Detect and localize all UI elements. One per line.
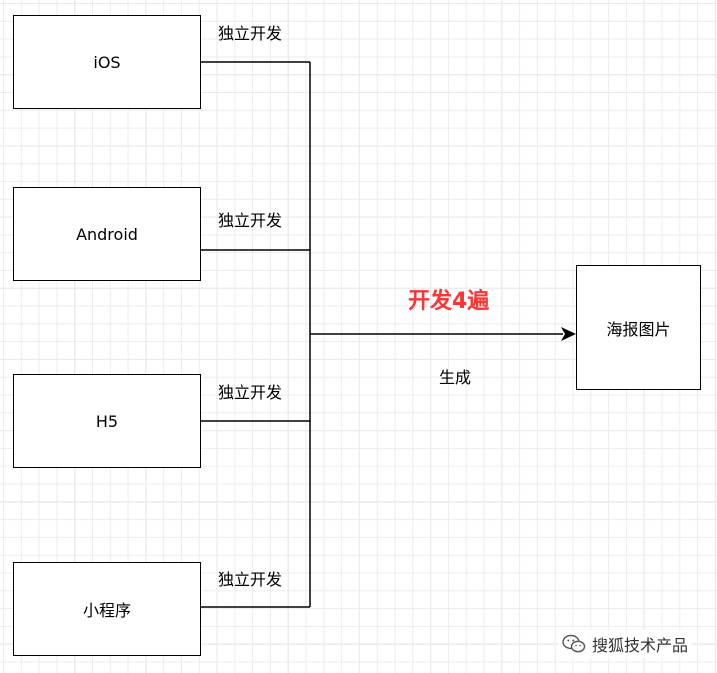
source-label: 小程序 <box>82 601 131 620</box>
source-box-miniprogram: 小程序 <box>13 562 201 656</box>
source-box-h5: H5 <box>13 374 201 468</box>
develop-count-label: 开发4遍 <box>408 289 490 314</box>
edge-label-ios: 独立开发 <box>218 24 283 43</box>
arrow-head <box>561 327 576 341</box>
target-box-poster: 海报图片 <box>576 265 701 390</box>
source-label: iOS <box>93 52 121 72</box>
source-label: Android <box>76 224 138 244</box>
edge-label-h5: 独立开发 <box>218 383 283 402</box>
source-label: H5 <box>95 411 119 431</box>
watermark-text: 搜狐技术产品 <box>592 636 689 655</box>
edge-label-miniprogram: 独立开发 <box>218 570 283 589</box>
target-label: 海报图片 <box>606 319 671 339</box>
wechat-icon <box>562 634 586 653</box>
source-box-android: Android <box>13 187 201 281</box>
watermark: 搜狐技术产品 <box>558 630 693 658</box>
source-box-ios: iOS <box>13 15 201 109</box>
edge-label-android: 独立开发 <box>218 211 283 230</box>
generate-label: 生成 <box>439 368 472 387</box>
